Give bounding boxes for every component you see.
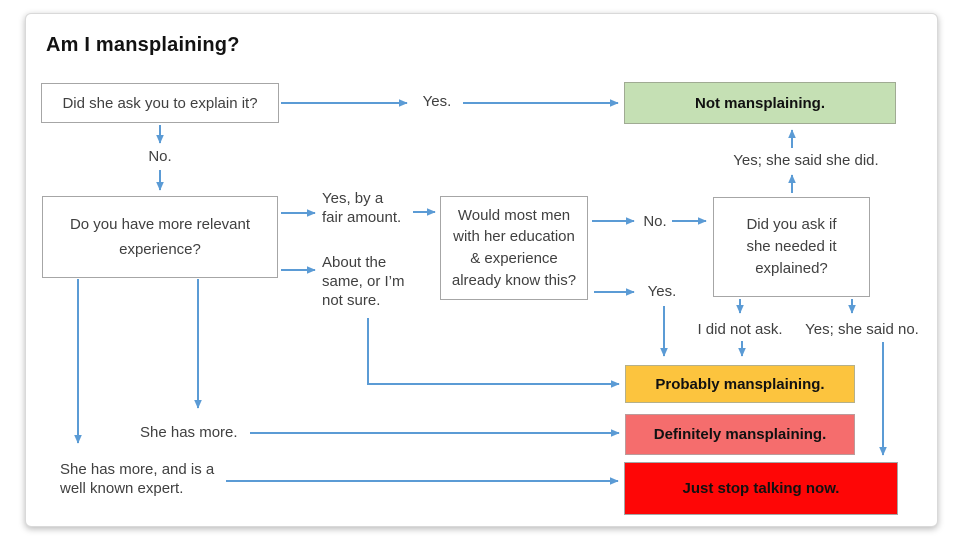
edge-label-about-the-same: About the same, or I’m not sure. — [322, 254, 405, 310]
edge-label-yes-by-fair-amount: Yes, by a fair amount. — [322, 190, 402, 227]
edge-label-yes-she-said-no: Yes; she said no. — [805, 321, 919, 338]
edge-label-she-has-more-expert: She has more, and is a well known expert… — [60, 461, 215, 498]
page-title: Am I mansplaining? — [46, 34, 240, 56]
node-did-she-ask: Did she ask you to explain it? — [41, 83, 279, 123]
edge-label-yes-mid: Yes. — [647, 283, 677, 300]
node-not-mansplaining: Not mansplaining. — [624, 82, 896, 124]
edge-label-yes-she-said-she-did: Yes; she said she did. — [733, 152, 879, 169]
node-more-relevant-experience: Do you have more relevant experience? — [42, 196, 278, 278]
node-did-you-ask: Did you ask if she needed it explained? — [713, 197, 870, 297]
edge-label-i-did-not-ask: I did not ask. — [697, 321, 783, 338]
edge-label-no-top: No. — [148, 148, 172, 165]
edge-label-yes-top: Yes. — [422, 93, 452, 110]
node-probably-mansplaining: Probably mansplaining. — [625, 365, 855, 403]
node-just-stop-talking: Just stop talking now. — [624, 462, 898, 515]
node-definitely-mansplaining: Definitely mansplaining. — [625, 414, 855, 455]
edge-label-no-mid: No. — [643, 213, 667, 230]
edge-label-she-has-more: She has more. — [140, 424, 238, 441]
node-would-most-men-know: Would most men with her education & expe… — [440, 196, 588, 300]
